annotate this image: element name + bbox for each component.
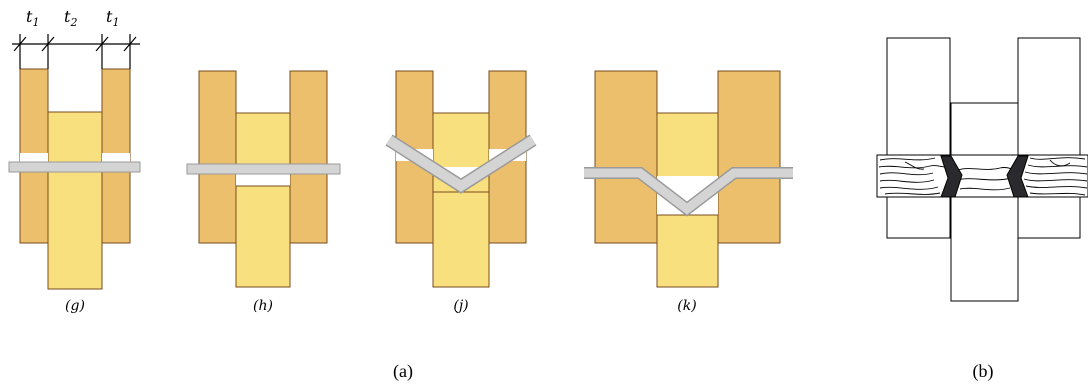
dim-label-t2: t2 [64, 7, 77, 29]
center-member-h [235, 112, 291, 288]
side-member-right-h [289, 70, 328, 244]
label-h: (h) [253, 298, 273, 314]
side-member-left-b [886, 37, 951, 239]
side-member-right-k [717, 70, 781, 244]
dim-label-t1-right: t1 [106, 7, 119, 29]
subfigure-g: t1 t2 t1 (g) [8, 7, 141, 314]
subfigure-h: (h) [186, 70, 341, 314]
dimension-lines [12, 34, 140, 69]
label-j: (j) [453, 298, 468, 314]
center-member-b [950, 102, 1019, 302]
center-member-g [47, 111, 103, 290]
side-member-left-k [594, 70, 658, 244]
panel-label-b: (b) [973, 361, 994, 382]
panel-label-a: (a) [393, 361, 413, 382]
fastener-h [186, 163, 341, 175]
side-member-left-h [198, 70, 237, 244]
subfigure-j: (j) [385, 70, 537, 314]
crushed-zone-left [940, 155, 963, 198]
side-member-right-b [1017, 37, 1081, 239]
center-member-j [432, 112, 490, 288]
wood-grain-band [876, 154, 1088, 198]
dim-label-t1-left: t1 [26, 7, 39, 29]
crushed-zone-right [1006, 155, 1029, 198]
panel-b-drawing [876, 37, 1088, 302]
label-k: (k) [677, 298, 696, 314]
subfigure-k: (k) [584, 70, 793, 314]
label-g: (g) [65, 298, 85, 314]
fastener-g [8, 161, 141, 173]
